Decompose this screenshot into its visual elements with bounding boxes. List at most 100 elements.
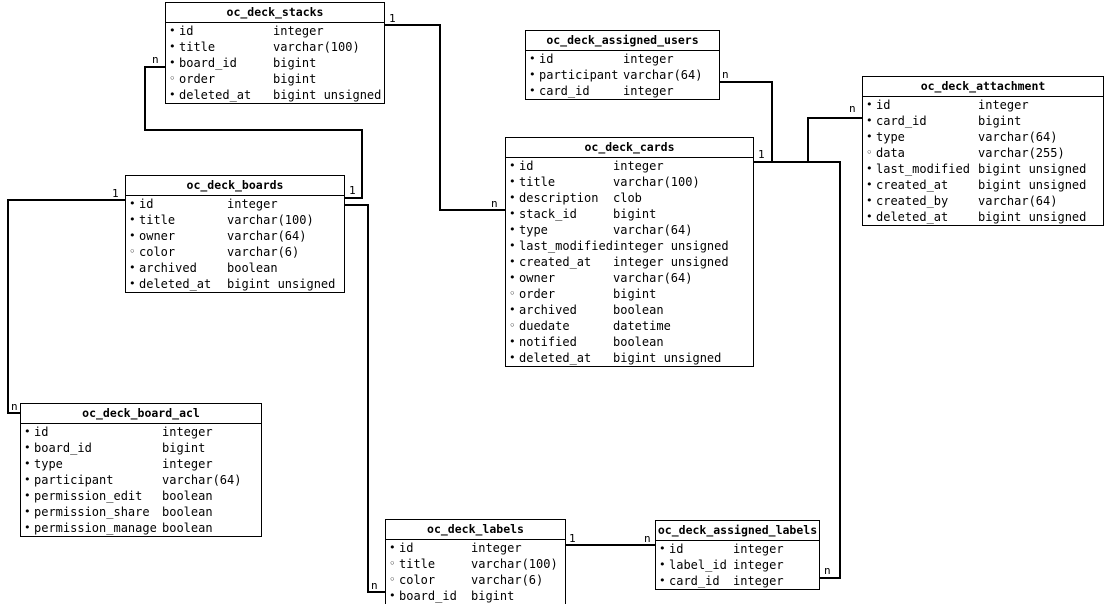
- nullable-bullet-icon: ◦: [389, 557, 396, 570]
- notnull-bullet-icon: •: [509, 351, 516, 364]
- field-type: integer: [623, 51, 674, 66]
- notnull-bullet-icon: •: [129, 213, 136, 226]
- field-type: integer: [162, 457, 213, 471]
- notnull-bullet-icon: •: [529, 52, 536, 65]
- field-name: title: [519, 175, 556, 189]
- field-name: card_id: [539, 84, 590, 98]
- field-name: description: [519, 191, 599, 205]
- field-name: type: [876, 130, 905, 144]
- field-type: boolean: [613, 335, 664, 349]
- field-type: integer: [613, 158, 664, 173]
- notnull-bullet-icon: •: [509, 239, 516, 252]
- cardinality-label: 1: [349, 184, 356, 197]
- field-type: integer: [471, 540, 522, 555]
- relationship-line-oc_deck_cards--oc_deck_assigned_labels: [754, 161, 841, 579]
- notnull-bullet-icon: •: [866, 194, 873, 207]
- cardinality-label: n: [491, 197, 498, 210]
- field-type: varchar(64): [227, 229, 307, 243]
- field-name: permission_share: [34, 505, 150, 519]
- notnull-bullet-icon: •: [129, 229, 136, 242]
- field-type: bigint unsigned: [978, 162, 1087, 176]
- field-name: id: [669, 541, 684, 556]
- field-name: last_modified: [519, 239, 613, 253]
- field-name: created_at: [519, 255, 592, 269]
- field-type: bigint: [978, 114, 1022, 128]
- table-title: oc_deck_board_acl: [21, 404, 261, 424]
- notnull-bullet-icon: •: [509, 223, 516, 236]
- cardinality-label: n: [152, 53, 159, 66]
- notnull-bullet-icon: •: [24, 473, 31, 486]
- cardinality-label: n: [849, 102, 856, 115]
- field-name: owner: [139, 229, 176, 243]
- notnull-bullet-icon: •: [389, 541, 396, 554]
- field-type: bigint unsigned: [978, 178, 1087, 192]
- notnull-bullet-icon: •: [389, 589, 396, 602]
- notnull-bullet-icon: •: [509, 255, 516, 268]
- field-type: varchar(64): [978, 130, 1058, 144]
- field-name: type: [519, 223, 548, 237]
- field-row-card_id: •card_id integer: [526, 83, 719, 99]
- notnull-bullet-icon: •: [509, 207, 516, 220]
- field-type: varchar(64): [623, 68, 703, 82]
- field-type: integer unsigned: [613, 255, 729, 269]
- field: created_by varchar(64): [876, 193, 1057, 209]
- field-name: participant: [34, 473, 114, 487]
- field: type varchar(64): [876, 129, 1057, 145]
- field-row-owner: •owner varchar(64): [126, 228, 344, 244]
- field-type: integer: [623, 84, 674, 98]
- nullable-bullet-icon: ◦: [509, 319, 516, 332]
- field-type: boolean: [227, 261, 278, 275]
- field-name: owner: [519, 271, 556, 285]
- notnull-bullet-icon: •: [509, 159, 516, 172]
- field-type: integer: [978, 97, 1029, 112]
- field-type: varchar(64): [978, 194, 1058, 208]
- notnull-bullet-icon: •: [866, 178, 873, 191]
- field: type varchar(64): [519, 222, 692, 238]
- notnull-bullet-icon: •: [866, 114, 873, 127]
- field-type: integer: [162, 424, 213, 439]
- field-type: varchar(64): [613, 223, 693, 237]
- field-name: created_by: [876, 194, 949, 208]
- cardinality-label: 1: [758, 148, 765, 161]
- cardinality-label: n: [824, 564, 831, 577]
- field-name: id: [139, 196, 154, 211]
- notnull-bullet-icon: •: [24, 489, 31, 502]
- field: card_id integer: [539, 83, 674, 99]
- field-name: deleted_at: [179, 88, 252, 102]
- table-title: oc_deck_boards: [126, 176, 344, 196]
- field-type: boolean: [162, 505, 213, 519]
- field-name: board_id: [399, 589, 457, 603]
- notnull-bullet-icon: •: [529, 84, 536, 97]
